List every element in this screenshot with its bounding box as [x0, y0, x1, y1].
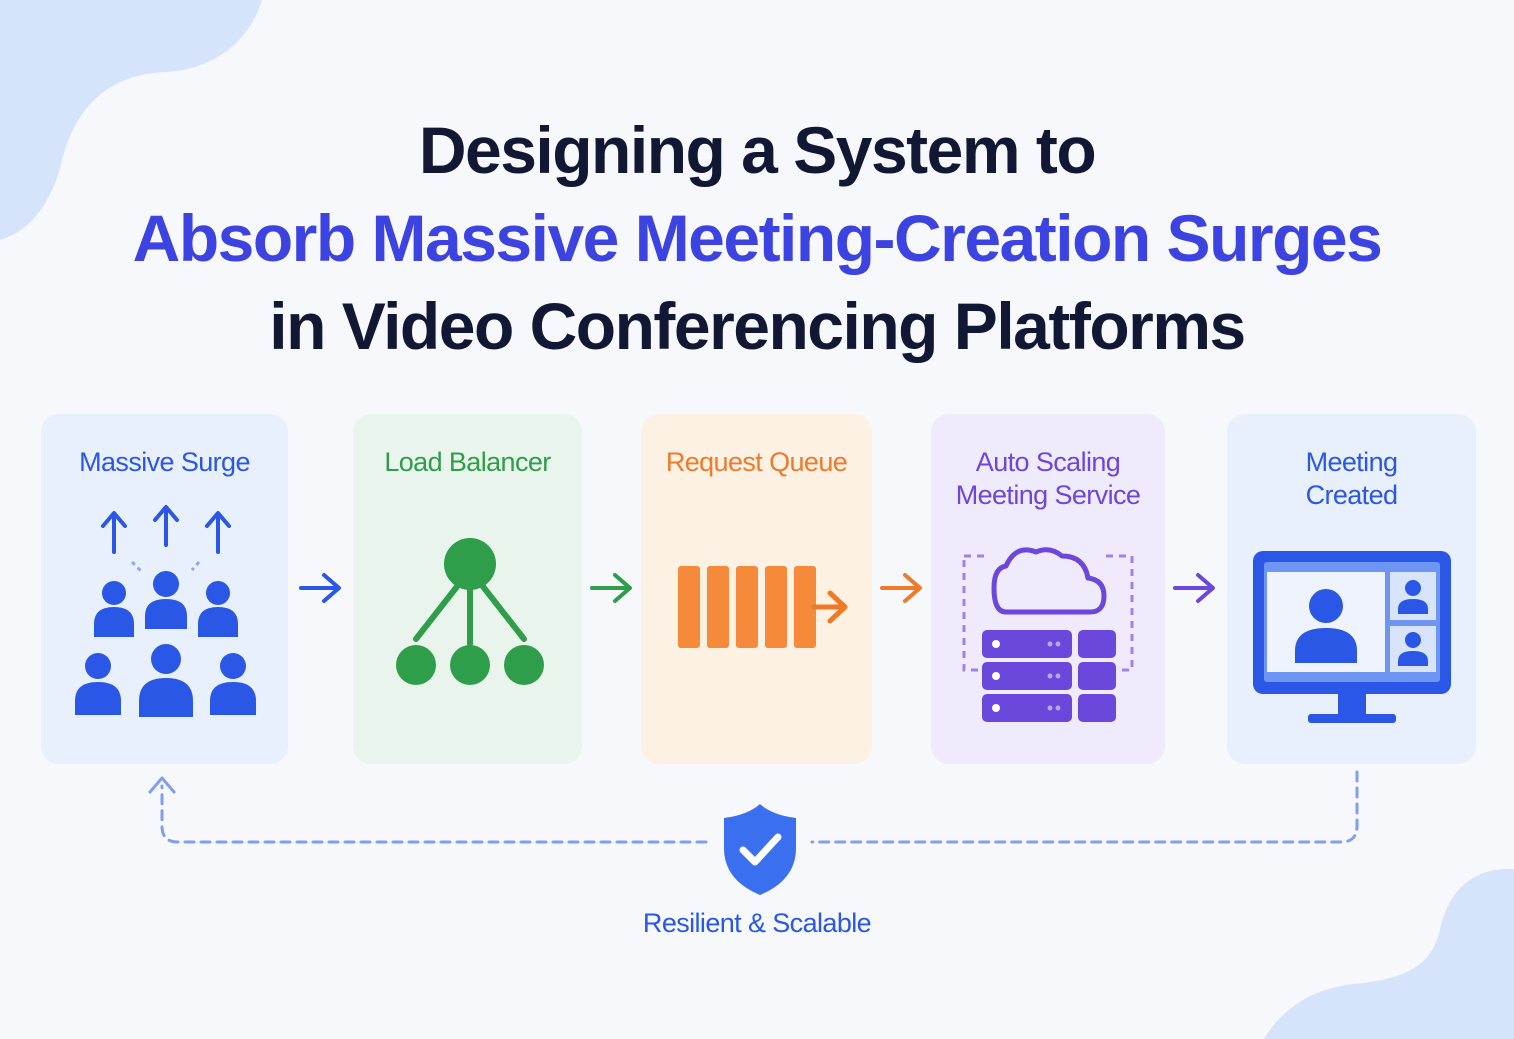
- stage-label-massive-surge: Massive Surge: [79, 447, 250, 477]
- people-surge-icon: [75, 505, 256, 717]
- flow-arrow-4: [1173, 573, 1215, 603]
- stage-label-load-balancer: Load Balancer: [384, 447, 551, 477]
- video-call-monitor-icon: [1253, 551, 1451, 723]
- flow-arrow-3: [880, 573, 922, 603]
- diagram-title: Designing a System to Absorb Massive Mee…: [0, 106, 1514, 370]
- load-balancer-tree-icon: [396, 538, 544, 685]
- cloud-servers-icon: [962, 547, 1134, 722]
- resilient-scalable-label: Resilient & Scalable: [642, 908, 872, 938]
- flow-arrow-1: [299, 573, 341, 603]
- flow-arrow-2: [590, 573, 632, 603]
- title-line-1: Designing a System to: [418, 113, 1097, 187]
- title-line-2-highlight: Absorb Massive Meeting-Creation Surges: [132, 201, 1383, 275]
- title-line-3: in Video Conferencing Platforms: [269, 289, 1246, 363]
- queue-icon: [678, 566, 848, 648]
- stage-label-request-queue: Request Queue: [665, 447, 848, 477]
- stage-label-auto-scaling: Auto Scaling Meeting Service: [955, 447, 1141, 510]
- shield-check-icon: [724, 804, 796, 895]
- stage-label-meeting-created: Meeting Created: [1305, 447, 1398, 510]
